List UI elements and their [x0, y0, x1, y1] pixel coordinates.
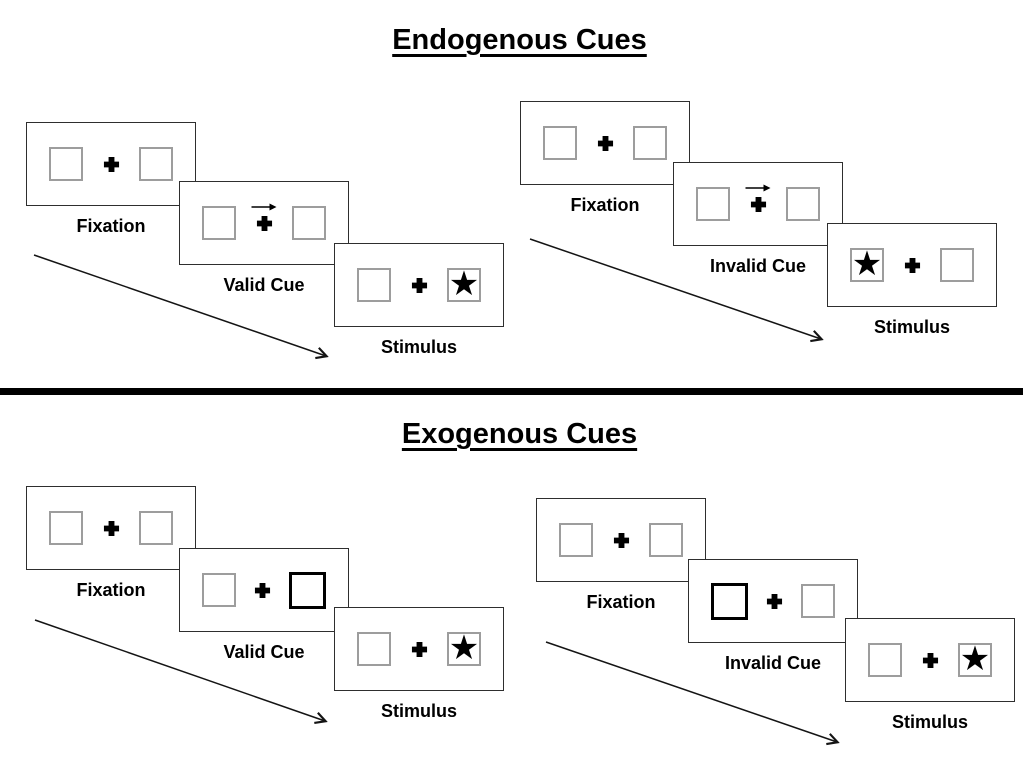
- star-icon: ★: [448, 629, 480, 667]
- fixation-cross-group: [766, 593, 783, 610]
- placeholder-box-right: [292, 206, 326, 240]
- placeholder-box-right: [633, 126, 667, 160]
- placeholder-box-right: [139, 147, 173, 181]
- stimulus-star-box: ★: [447, 265, 481, 303]
- card-label: Valid Cue: [223, 642, 305, 662]
- star-icon: ★: [448, 265, 480, 303]
- plus-icon: [254, 582, 271, 598]
- exogenous-section-title: Exogenous Cues: [401, 418, 638, 450]
- thick-cue-box-right: [289, 571, 326, 609]
- stimulus-card: ★: [845, 618, 1015, 702]
- right-arrow-icon: [251, 203, 277, 210]
- fixation-cross-group: [597, 135, 614, 152]
- placeholder-box-left: [202, 573, 236, 607]
- fixation-cross-group: [411, 641, 428, 658]
- star-icon: ★: [851, 245, 883, 283]
- plus-icon: [103, 520, 119, 536]
- plus-icon: [766, 593, 783, 609]
- fixation-cross-group: [103, 520, 120, 537]
- timeline-arrow-icon: [529, 238, 821, 339]
- card-label: Fixation: [76, 580, 146, 600]
- plus-icon: [922, 652, 938, 668]
- placeholder-box-right: [786, 187, 820, 221]
- card-label: Stimulus: [891, 712, 968, 732]
- placeholder-box-left: [868, 643, 902, 677]
- fixation-cross-group: [254, 582, 271, 599]
- plus-icon: [597, 135, 613, 151]
- placeholder-box-left: [696, 187, 730, 221]
- placeholder-box-left: [357, 268, 391, 302]
- card-label: Fixation: [76, 216, 146, 236]
- placeholder-box-left: [559, 523, 593, 557]
- card-label: Invalid Cue: [709, 256, 807, 276]
- placeholder-box-left: [49, 511, 83, 545]
- fixation-cross-group: [411, 277, 428, 294]
- fixation-cross-group: [922, 652, 939, 669]
- plus-icon: [904, 257, 920, 273]
- fixation-card: [520, 101, 690, 185]
- plus-icon: [103, 156, 119, 172]
- fixation-card: [26, 486, 196, 570]
- fixation-card: [26, 122, 196, 206]
- fixation-cross-group: [103, 156, 120, 173]
- plus-icon: [613, 532, 629, 548]
- card-label: Stimulus: [380, 701, 457, 721]
- card-label: Stimulus: [873, 317, 950, 337]
- timeline-arrow-icon: [33, 254, 326, 356]
- placeholder-box-left: [543, 126, 577, 160]
- star-icon: ★: [959, 640, 991, 678]
- thick-cue-box-left: [711, 582, 748, 620]
- placeholder-box-left: [202, 206, 236, 240]
- fixation-cross-group: [904, 257, 921, 274]
- placeholder-box-right: [649, 523, 683, 557]
- fixation-card: [536, 498, 706, 582]
- fixation-cross-group: [251, 203, 277, 232]
- card-label: Invalid Cue: [724, 653, 822, 673]
- timeline-arrow-icon: [34, 619, 325, 721]
- stimulus-card: ★: [827, 223, 997, 307]
- valid-cue-card: [179, 181, 349, 265]
- plus-icon: [411, 641, 427, 657]
- placeholder-box-left: [49, 147, 83, 181]
- stimulus-star-box: ★: [958, 640, 992, 678]
- card-label: Fixation: [586, 592, 656, 612]
- valid-cue-card: [179, 548, 349, 632]
- placeholder-box-right: [139, 511, 173, 545]
- card-label: Stimulus: [380, 337, 457, 357]
- fixation-cross-group: [613, 532, 630, 549]
- invalid-cue-card: [688, 559, 858, 643]
- card-label: Valid Cue: [223, 275, 305, 295]
- stimulus-star-box: ★: [447, 629, 481, 667]
- plus-icon: [256, 215, 272, 231]
- fixation-cross-group: [745, 184, 771, 213]
- placeholder-box-left: [357, 632, 391, 666]
- plus-icon: [411, 277, 427, 293]
- placeholder-box-right: [801, 584, 835, 618]
- card-label: Fixation: [570, 195, 640, 215]
- placeholder-box-right: [940, 248, 974, 282]
- endogenous-section-title: Endogenous Cues: [392, 24, 647, 56]
- invalid-cue-card: [673, 162, 843, 246]
- stimulus-card: ★: [334, 243, 504, 327]
- plus-icon: [750, 196, 766, 212]
- stimulus-star-box: ★: [850, 245, 884, 283]
- right-arrow-icon: [745, 184, 771, 191]
- stimulus-card: ★: [334, 607, 504, 691]
- section-divider: [0, 388, 1023, 395]
